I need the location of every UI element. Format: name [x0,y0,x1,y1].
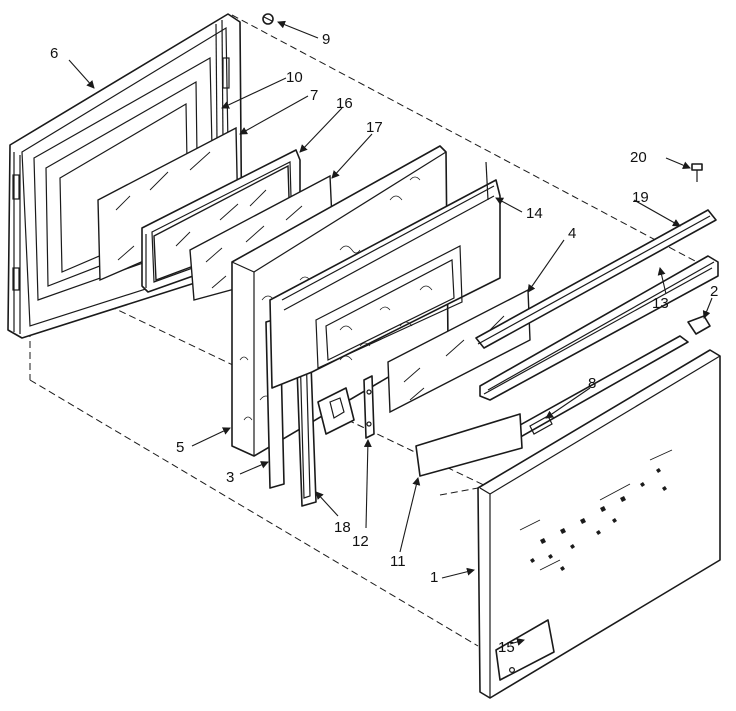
part-13-door-handle [479,255,719,401]
callout-3: 3 [226,469,234,486]
part-12-hinge-bracket [363,375,375,439]
callout-16: 16 [336,95,353,112]
part-4-outer-window-glass [387,288,531,414]
callout-2: 2 [710,283,718,300]
callout-7: 7 [310,87,318,104]
callout-4: 4 [568,225,576,242]
callout-19: 19 [632,189,649,206]
part-10-inner-glass [97,126,239,282]
callout-12: 12 [352,533,369,550]
part-14-window-frame [269,161,501,389]
leader-lines [68,20,713,646]
callout-5: 5 [176,439,184,456]
hinge-plate [317,387,355,435]
part-11-trim-strip [415,413,523,477]
part-20-screw [691,163,703,182]
part-19-top-channel [475,209,717,349]
callout-18: 18 [334,519,351,536]
callout-1: 1 [430,569,438,586]
callout-20: 20 [630,149,647,166]
callout-17: 17 [366,119,383,136]
callout-15: 15 [498,639,515,656]
callout-13: 13 [652,295,669,312]
part-1-outer-door-panel [477,349,721,699]
callout-labels: 6 9 10 7 16 17 14 4 20 19 2 13 8 5 3 18 … [50,31,718,656]
part-2-end-cap [687,315,711,335]
callout-10: 10 [286,69,303,86]
callout-11: 11 [390,553,406,570]
part-9-screw [262,13,274,25]
callout-9: 9 [322,31,330,48]
callout-8: 8 [588,375,596,392]
callout-14: 14 [526,205,543,222]
callout-6: 6 [50,45,58,62]
